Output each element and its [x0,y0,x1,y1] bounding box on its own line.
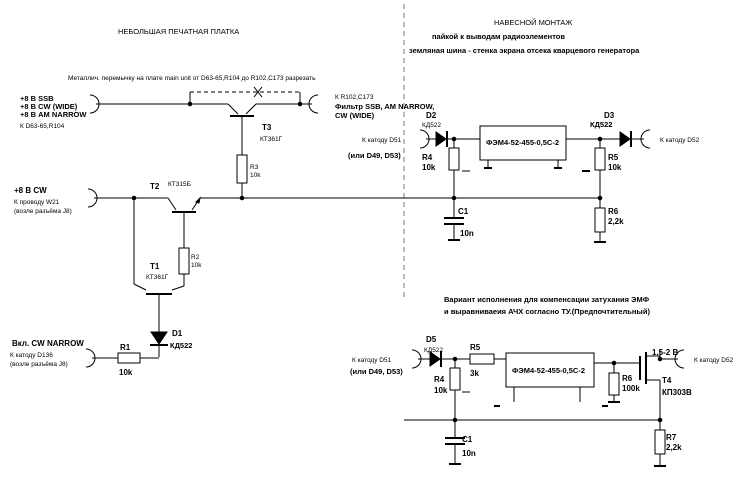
r5-variant-value: 3k [470,369,479,378]
r6-value: 2,2k [608,217,624,226]
header-mounting: НАВЕСНОЙ МОНТАЖ [494,18,572,27]
r6-variant-value: 100k [622,384,640,393]
d3-diode [619,131,631,147]
t1-ref: T1 [150,262,160,271]
input-ssb: +8 В SSB [20,94,54,103]
output-filter-2: CW (WIDE) [335,111,375,120]
r1-value: 10k [119,368,133,377]
input-d63-note: К D63-65,R104 [20,123,65,130]
c1-ref: C1 [458,207,469,216]
input-near-j8-2: (возле разъёма J8) [10,361,68,368]
terminal-d52 [640,129,651,149]
d3-type: КД522 [590,120,612,129]
t1-type: КТ361Г [146,274,169,281]
jumper-note: Металлич. перемычку на плате main unit о… [68,75,316,82]
r4-resistor [448,147,460,171]
label-d52: К катоду D52 [660,137,700,144]
r7-value: 2,2k [666,443,682,452]
d1-ref: D1 [172,329,183,338]
d1-type: КД522 [170,341,192,350]
r1-resistor [117,352,141,364]
r7-resistor [654,429,666,455]
d5-ref: D5 [426,335,437,344]
label-d51-variant: К катоду D51 [352,357,392,364]
r5-variant-ref: R5 [470,343,481,352]
variant-title-2: и выравниваеия АЧХ согласно ТУ.(Предпочт… [444,307,650,316]
t4-ref: T4 [662,376,672,385]
output-r102: К R102,C173 [335,94,374,101]
emf-filter-top [479,125,567,161]
input-d136: К катоду D136 [10,352,53,359]
t2-ref: T2 [150,182,160,191]
input-am-narrow: +8 В AM NARROW [20,110,87,119]
c1-variant-ref: C1 [462,435,473,444]
label-d51: К катоду D51 [362,137,402,144]
emf-label-variant: ФЭМ4-52-455-0,5С-2 [512,366,585,375]
r3-value: 10k [250,172,261,179]
emf-label-top: ФЭМ4-52-455-0,5С-2 [486,138,559,147]
input-cw-wide: +8 В CW (WIDE) [20,102,78,111]
d2-type: КД522 [422,122,441,129]
d3-ref: D3 [604,111,615,120]
input-cw8: +8 В CW [14,186,47,195]
r6-variant-ref: R6 [622,374,633,383]
output-filter-1: Фильтр SSB, AM NARROW, [335,102,434,111]
r5-resistor [594,147,606,171]
c1-value: 10n [460,229,474,238]
t3-ref: T3 [262,123,272,132]
d5-type: КД522 [424,347,443,354]
t2-type: КТ315Б [168,181,191,188]
r5-value: 10k [608,163,622,172]
label-d49-variant: (или D49, D53) [350,367,403,376]
variant-voltage: 1,5-2 В [652,348,678,357]
r6-resistor [594,207,606,233]
input-near-j8: (возле разъёма J8) [14,208,72,215]
r2-resistor [178,247,190,275]
input-cw-narrow: Вкл. CW NARROW [12,339,84,348]
t3-type: КТ361Г [260,136,283,143]
variant-title-1: Вариант исполнения для компенсации затух… [444,295,650,304]
r6-ref: R6 [608,207,619,216]
r7-ref: R7 [666,433,677,442]
r2-value: 10k [191,262,202,269]
header-ground-bus: земляная шина - стенка экрана отсека ква… [409,46,640,55]
r4-variant-resistor [449,367,461,391]
r4-variant-value: 10k [434,386,448,395]
r2-ref: R2 [191,254,200,261]
r4-value: 10k [422,163,436,172]
r5-ref: R5 [608,153,619,162]
t4-type: КП303В [662,388,692,397]
terminal-d52-variant [674,349,685,369]
label-d52-variant: К катоду D52 [694,357,734,364]
label-d49: (или D49, D53) [348,151,401,160]
r1-ref: R1 [120,343,131,352]
c1-variant-value: 10n [462,449,476,458]
header-small-board: НЕБОЛЬШАЯ ПЕЧАТНАЯ ПЛАТКА [118,27,239,36]
input-w21: К проводу W21 [14,199,60,206]
d1-diode [150,331,168,345]
r4-variant-ref: R4 [434,375,445,384]
d2-diode [435,131,447,147]
d5-diode [429,351,441,367]
header-solder: пайкой к выводам радиоэлементов [432,32,565,41]
r6-variant-resistor [608,372,620,396]
d2-ref: D2 [426,111,437,120]
emf-filter-variant [505,352,595,388]
r4-ref: R4 [422,153,433,162]
r3-ref: R3 [250,164,259,171]
r3-resistor [236,154,248,184]
r5-variant-resistor [469,353,495,365]
